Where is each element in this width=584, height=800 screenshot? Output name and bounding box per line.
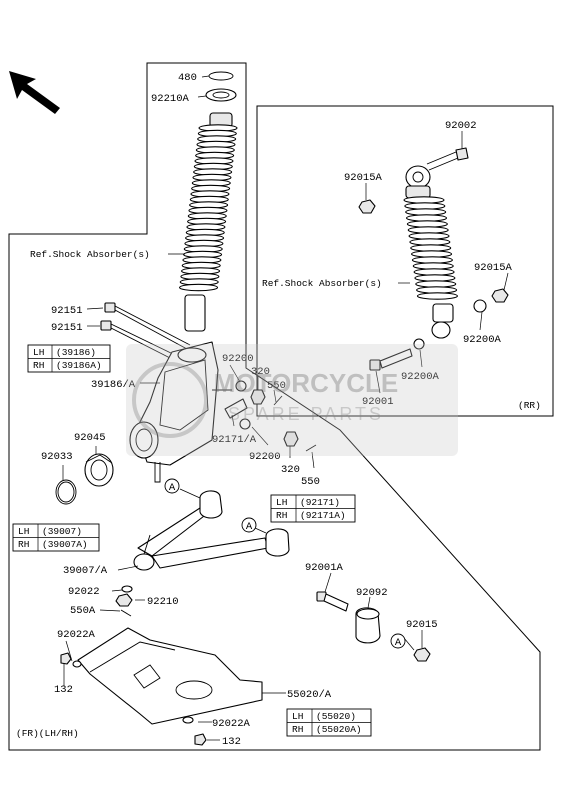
svg-text:LH: LH bbox=[18, 526, 29, 537]
label-92015a-a: 92015A bbox=[344, 172, 383, 184]
label-550-b: 550 bbox=[301, 476, 320, 488]
ref-marker-a-text: A bbox=[395, 637, 402, 649]
nut-320 bbox=[250, 389, 299, 447]
variant-table-bracket: LH (92171) RH (92171A) bbox=[270, 494, 356, 523]
cotter-pin-550 bbox=[273, 395, 317, 452]
label-480: 480 bbox=[178, 72, 197, 84]
label-92001: 92001 bbox=[362, 396, 394, 408]
svg-text:LH: LH bbox=[292, 711, 303, 722]
label-92171a: 92171/A bbox=[212, 434, 257, 446]
svg-text:RH: RH bbox=[18, 539, 29, 550]
label-ref-shock-left: Ref.Shock Absorber(s) bbox=[30, 249, 150, 260]
front-shock-absorber bbox=[178, 71, 238, 332]
watermark-line2: SPARE PARTS bbox=[228, 404, 384, 424]
label-132-a: 132 bbox=[54, 684, 73, 696]
a-arm-39007 bbox=[133, 490, 290, 571]
ref-marker-a-1: A bbox=[164, 478, 180, 494]
label-39007a: 39007/A bbox=[63, 565, 108, 577]
label-92022a-a: 92022A bbox=[57, 629, 96, 641]
label-92200a-b: 92200A bbox=[401, 371, 440, 383]
washer-92200a bbox=[413, 299, 487, 350]
label-92151-b: 92151 bbox=[51, 322, 83, 334]
bolt-132 bbox=[60, 652, 207, 746]
label-39186a: 39186/A bbox=[91, 379, 136, 391]
leader-lines bbox=[62, 75, 509, 741]
label-92002: 92002 bbox=[445, 120, 477, 132]
variant-table-arm: LH (39007) RH (39007A) bbox=[12, 523, 100, 552]
label-ref-shock-right: Ref.Shock Absorber(s) bbox=[262, 278, 382, 289]
label-92200-a: 92200 bbox=[222, 353, 254, 365]
front-arrow-icon bbox=[9, 71, 60, 114]
label-92033: 92033 bbox=[41, 451, 73, 463]
svg-text:LH: LH bbox=[276, 497, 287, 508]
label-92015a-b: 92015A bbox=[474, 262, 513, 274]
label-320-a: 320 bbox=[251, 366, 270, 378]
ref-marker-a-3: A bbox=[390, 633, 406, 649]
ref-marker-a-2: A bbox=[241, 517, 257, 533]
svg-text:(55020A): (55020A) bbox=[316, 724, 362, 735]
label-92151-a: 92151 bbox=[51, 305, 83, 317]
svg-text:(92171A): (92171A) bbox=[300, 510, 346, 521]
bearing-92045 bbox=[84, 453, 114, 487]
svg-text:(39186A): (39186A) bbox=[56, 360, 102, 371]
svg-text:(39007): (39007) bbox=[42, 526, 82, 537]
label-92045: 92045 bbox=[74, 432, 106, 444]
nut-92210 bbox=[115, 593, 133, 607]
bushing-92092 bbox=[355, 607, 381, 644]
watermark: MOTORCYCLE SPARE PARTS bbox=[126, 344, 458, 456]
washer-92022a bbox=[72, 660, 194, 724]
label-rr: (RR) bbox=[518, 400, 541, 411]
variant-table-knuckle: LH (39186) RH (39186A) bbox=[27, 344, 111, 373]
bolt-92002 bbox=[426, 147, 469, 171]
ref-marker-a-text: A bbox=[246, 521, 253, 533]
svg-text:(55020): (55020) bbox=[316, 711, 356, 722]
svg-text:(92171): (92171) bbox=[300, 497, 340, 508]
washer-92200 bbox=[235, 380, 251, 430]
label-92200-b: 92200 bbox=[249, 451, 281, 463]
cotter-pin-550a bbox=[120, 609, 132, 617]
nut-92015 bbox=[413, 647, 431, 662]
label-92022: 92022 bbox=[68, 586, 100, 598]
bolt-92151 bbox=[100, 302, 191, 360]
label-550-a: 550 bbox=[267, 380, 286, 392]
ref-marker-a-text: A bbox=[169, 482, 176, 494]
washer-92022 bbox=[121, 585, 133, 593]
svg-text:(39186): (39186) bbox=[56, 347, 96, 358]
rear-shock-absorber bbox=[403, 165, 458, 339]
bolt-92001 bbox=[369, 348, 413, 371]
label-92210: 92210 bbox=[147, 596, 179, 608]
svg-text:(39007A): (39007A) bbox=[42, 539, 88, 550]
label-92200a-a: 92200A bbox=[463, 334, 502, 346]
label-55020a: 55020/A bbox=[287, 689, 332, 701]
watermark-line1: MOTORCYCLE bbox=[214, 368, 398, 398]
variant-table-guard: LH (55020) RH (55020A) bbox=[286, 708, 372, 737]
svg-text:RH: RH bbox=[276, 510, 287, 521]
label-fr-lhrh: (FR)(LH/RH) bbox=[16, 728, 79, 739]
label-550a: 550A bbox=[70, 605, 96, 617]
label-92210a: 92210A bbox=[151, 93, 190, 105]
guard-55020 bbox=[77, 627, 263, 725]
bolt-92001a bbox=[316, 591, 349, 612]
label-92092: 92092 bbox=[356, 587, 388, 599]
label-92015: 92015 bbox=[406, 619, 438, 631]
svg-text:RH: RH bbox=[292, 724, 303, 735]
label-92001a: 92001A bbox=[305, 562, 344, 574]
rear-inset-frame bbox=[256, 105, 554, 417]
label-132-b: 132 bbox=[222, 736, 241, 748]
circlip-92033 bbox=[55, 479, 77, 505]
bracket-92171 bbox=[224, 398, 248, 419]
label-320-b: 320 bbox=[281, 464, 300, 476]
part-labels: 480 92210A Ref.Shock Absorber(s) 92151 9… bbox=[16, 72, 541, 748]
label-92022a-b: 92022A bbox=[212, 718, 251, 730]
nut-92015a bbox=[358, 199, 509, 303]
svg-text:LH: LH bbox=[33, 347, 44, 358]
svg-text:RH: RH bbox=[33, 360, 44, 371]
front-suspension-frame bbox=[8, 62, 541, 751]
